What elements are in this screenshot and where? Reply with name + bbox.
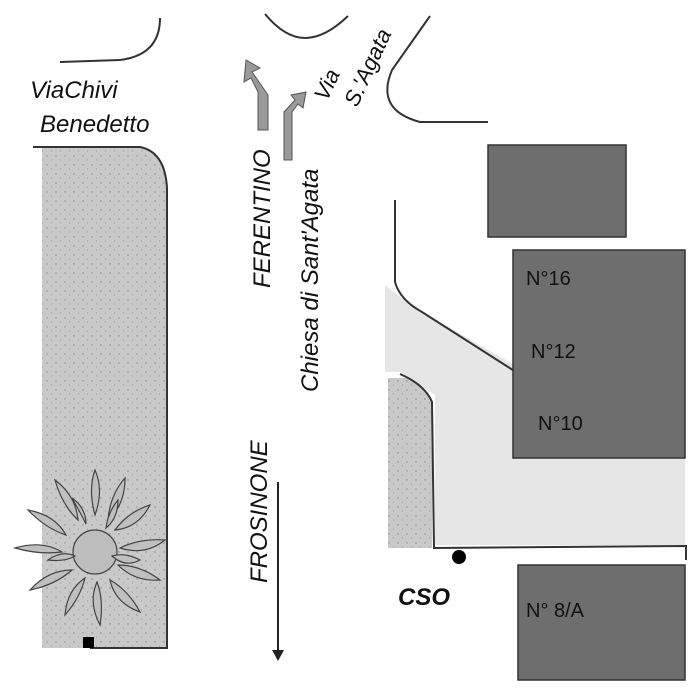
green-strip-right	[388, 378, 432, 548]
street-label-benedetto: Benedetto	[40, 111, 149, 138]
green-strip-left-edge	[33, 146, 168, 649]
building-label-n16: N°16	[526, 268, 571, 290]
building-label-n12: N°12	[531, 341, 576, 363]
cso-label: CSO	[398, 584, 450, 611]
direction-label-frosinone: FROSINONE	[246, 439, 273, 583]
direction-label-ferentino: FERENTINO	[249, 149, 276, 288]
arrow-frosinone-icon	[272, 482, 284, 661]
street-label-via-chivi: ViaChivi	[30, 77, 118, 104]
building-n8a	[517, 564, 686, 681]
cso-marker	[452, 550, 466, 564]
building-label-n10: N°10	[538, 413, 583, 435]
road-line-right-upper	[394, 200, 517, 373]
road-curve-left	[59, 17, 161, 63]
road-curve-right	[386, 15, 488, 123]
building-label-n8a: N° 8/A	[526, 600, 585, 622]
arrow-chiesa-icon	[283, 91, 307, 161]
paved-area	[385, 285, 685, 545]
arrow-ferentino-icon	[243, 59, 269, 131]
marker-square	[83, 637, 94, 648]
road-line-right-lower	[399, 373, 687, 560]
road-curve-middle	[264, 13, 349, 40]
building-top	[487, 144, 627, 238]
direction-label-chiesa: Chiesa di Sant'Agata	[297, 169, 324, 392]
tree-icon	[12, 468, 167, 627]
building-n16-n12-n10	[512, 249, 686, 459]
